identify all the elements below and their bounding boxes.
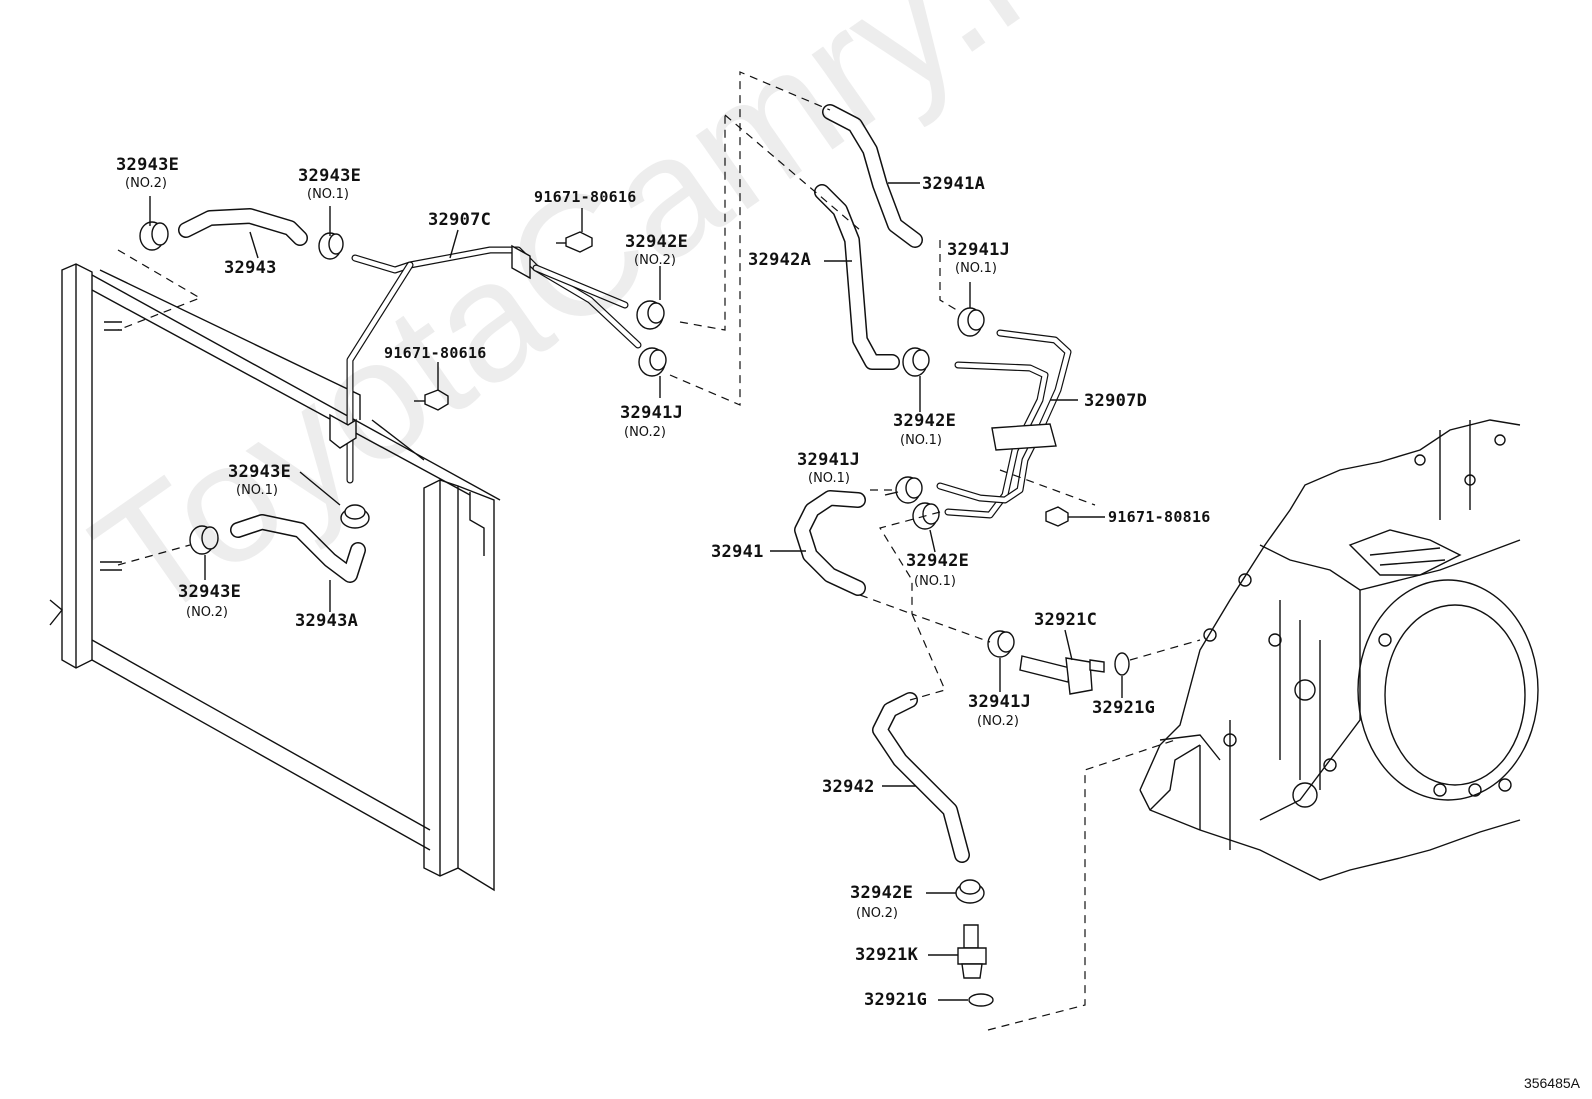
- clamp-32942E-no2-lower[interactable]: [955, 879, 985, 904]
- oil-cooler-tube-32907C[interactable]: [329, 244, 642, 484]
- callout-32941-code: 32941: [711, 542, 764, 562]
- callout-32943E-no2-upper-code: 32943E: [116, 155, 180, 175]
- bolt-91671-80616-upper[interactable]: [556, 231, 593, 253]
- diagram-reference-code: 356485A: [1523, 1075, 1580, 1091]
- hose-32941A[interactable]: [822, 104, 923, 248]
- callout-32921K-code: 32921K: [855, 945, 919, 965]
- clamp-32942E-no1-upper[interactable]: [902, 347, 930, 377]
- callout-32941J-no1-middle-sub: (NO.1): [808, 471, 850, 486]
- hose-32943[interactable]: [178, 208, 308, 246]
- callout-32942A-code: 32942A: [748, 250, 812, 270]
- gasket-32921G-lower[interactable]: [968, 993, 994, 1007]
- callout-32942E-no1-upper-sub: (NO.1): [900, 433, 942, 448]
- hose-32941[interactable]: [794, 490, 866, 596]
- callout-32907D-code: 32907D: [1084, 391, 1148, 411]
- union-32921K[interactable]: [957, 924, 987, 979]
- hose-32943A[interactable]: [230, 514, 366, 583]
- callout-32942E-no1-middle-sub: (NO.1): [914, 574, 956, 589]
- clamp-32943E-no2-upper[interactable]: [139, 221, 169, 251]
- leader-lines: [149, 182, 1123, 1001]
- callout-32942E-no2-lower-code: 32942E: [850, 883, 914, 903]
- callout-91671-80816-code: 91671-80816: [1108, 508, 1211, 526]
- gasket-32921G-upper[interactable]: [1114, 652, 1130, 676]
- bolt-91671-80816[interactable]: [1045, 506, 1080, 527]
- callout-32941J-no2-lower-sub: (NO.2): [977, 714, 1019, 729]
- clamp-32942E-no2-upper[interactable]: [636, 300, 665, 330]
- callout-32943-code: 32943: [224, 258, 277, 278]
- clamp-32941J-no2-lower[interactable]: [987, 630, 1015, 658]
- callout-32943A-code: 32943A: [295, 611, 359, 631]
- callout-32921G-upper-code: 32921G: [1092, 698, 1156, 718]
- callout-32941A-code: 32941A: [922, 174, 986, 194]
- clamp-32943E-no1-upper[interactable]: [318, 232, 344, 260]
- callout-32907C-code: 32907C: [428, 210, 492, 230]
- callout-32941J-no1-upper-code: 32941J: [947, 240, 1011, 260]
- callout-32942E-no1-upper-code: 32942E: [893, 411, 957, 431]
- callout-32941J-no1-upper-sub: (NO.1): [955, 261, 997, 276]
- callout-32943E-no1-lower-sub: (NO.1): [236, 483, 278, 498]
- callout-32942E-no2-lower-sub: (NO.2): [856, 906, 898, 921]
- callout-32942E-no2-upper-sub: (NO.2): [634, 253, 676, 268]
- bolt-91671-80616-lower[interactable]: [414, 389, 449, 411]
- clamp-32941J-no2-upper[interactable]: [638, 347, 667, 377]
- clamp-32941J-no1-upper[interactable]: [957, 307, 985, 337]
- callout-32942E-no1-middle-code: 32942E: [906, 551, 970, 571]
- callout-32941J-no2-upper-sub: (NO.2): [624, 425, 666, 440]
- callout-32943E-no1-lower-code: 32943E: [228, 462, 292, 482]
- dashed-guide-lines: [117, 71, 1201, 1031]
- callout-32943E-no2-lower-sub: (NO.2): [186, 605, 228, 620]
- transmission-housing-illustration: [1139, 419, 1539, 881]
- callout-32921G-lower-code: 32921G: [864, 990, 928, 1010]
- callout-32921C-code: 32921C: [1034, 610, 1098, 630]
- callout-32942-code: 32942: [822, 777, 875, 797]
- callout-91671-80616-upper-code: 91671-80616: [534, 188, 637, 206]
- oil-cooler-tube-32907D[interactable]: [936, 329, 1072, 519]
- hose-32942[interactable]: [872, 692, 970, 863]
- radiator-illustration: [49, 263, 501, 892]
- callout-32941J-no1-middle-code: 32941J: [797, 450, 861, 470]
- callout-91671-80616-lower-code: 91671-80616: [384, 344, 487, 362]
- union-32921C[interactable]: [1019, 655, 1105, 695]
- callout-32941J-no2-lower-code: 32941J: [968, 692, 1032, 712]
- callout-32943E-no1-upper-sub: (NO.1): [307, 187, 349, 202]
- callout-32941J-no2-upper-code: 32941J: [620, 403, 684, 423]
- callout-32943E-no2-lower-code: 32943E: [178, 582, 242, 602]
- callout-32942E-no2-upper-code: 32942E: [625, 232, 689, 252]
- hose-32942A[interactable]: [814, 184, 900, 370]
- callout-32943E-no2-upper-sub: (NO.2): [125, 176, 167, 191]
- clamp-32941J-no1-middle[interactable]: [895, 476, 923, 504]
- clamp-32943E-no1-lower[interactable]: [340, 504, 370, 529]
- clamp-32943E-no2-lower[interactable]: [189, 525, 219, 555]
- callout-32943E-no1-upper-code: 32943E: [298, 166, 362, 186]
